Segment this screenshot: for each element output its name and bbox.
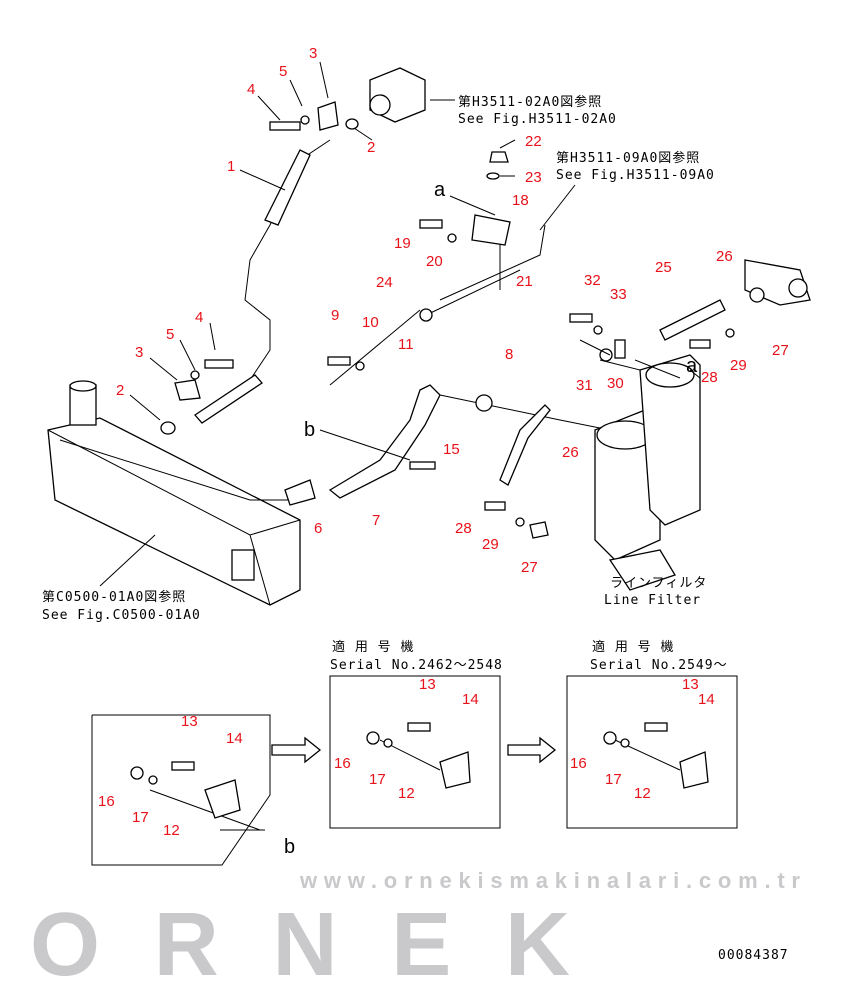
- callout-22: 22: [525, 133, 542, 150]
- callout-14: 14: [226, 730, 243, 747]
- callout-32: 32: [584, 272, 601, 289]
- callout-6: 6: [314, 520, 322, 537]
- view-marker-b: b: [284, 836, 295, 858]
- detail-boxes: [91, 675, 738, 866]
- callout-33: 33: [610, 286, 627, 303]
- callout-14: 14: [462, 691, 479, 708]
- callout-17: 17: [132, 809, 149, 826]
- callout-4: 4: [247, 81, 255, 98]
- callout-12: 12: [398, 785, 415, 802]
- callout-19: 19: [394, 235, 411, 252]
- callout-31: 31: [576, 377, 593, 394]
- callout-21: 21: [516, 273, 533, 290]
- serial-range-2-jp: 適 用 号 機: [592, 639, 674, 655]
- callout-17: 17: [369, 771, 386, 788]
- ref-c0500-01a0-en: See Fig.C0500-01A0: [42, 608, 201, 623]
- hydraulic-tank: [47, 380, 301, 606]
- ref-h3511-09a0-jp: 第H3511-09A0図参照: [556, 150, 700, 166]
- ref-h3511-02a0-en: See Fig.H3511-02A0: [458, 112, 617, 127]
- callout-10: 10: [362, 314, 379, 331]
- callout-17: 17: [605, 771, 622, 788]
- serial-range-1-jp: 適 用 号 機: [332, 639, 414, 655]
- callout-13: 13: [181, 713, 198, 730]
- ref-c0500-01a0-jp: 第C0500-01A0図参照: [42, 589, 186, 605]
- callout-2: 2: [367, 139, 375, 156]
- callout-9: 9: [331, 307, 339, 324]
- callout-12: 12: [163, 822, 180, 839]
- callout-numbers: 1 2 3 4 5 22 23 18 19 20 21 24 9 10 11 8…: [98, 45, 789, 839]
- callout-28: 28: [455, 520, 472, 537]
- callout-26: 26: [562, 444, 579, 461]
- callout-15: 15: [443, 441, 460, 458]
- callout-27: 27: [521, 559, 538, 576]
- callout-23: 23: [525, 169, 542, 186]
- callout-16: 16: [570, 755, 587, 772]
- callout-7: 7: [372, 512, 380, 529]
- callout-24: 24: [376, 274, 393, 291]
- callout-5: 5: [166, 326, 174, 343]
- ref-h3511-02a0-jp: 第H3511-02A0図参照: [458, 94, 602, 110]
- callout-29: 29: [482, 536, 499, 553]
- callout-30: 30: [607, 375, 624, 392]
- callout-5: 5: [279, 63, 287, 80]
- callout-18: 18: [512, 192, 529, 209]
- document-number: 00084387: [718, 948, 789, 963]
- serial-range-2: Serial No.2549〜: [590, 658, 728, 673]
- callout-13: 13: [419, 676, 436, 693]
- callout-8: 8: [505, 346, 513, 363]
- callout-27: 27: [772, 342, 789, 359]
- valve-block: [369, 67, 811, 306]
- ref-h3511-09a0-en: See Fig.H3511-09A0: [556, 168, 715, 183]
- callout-28: 28: [701, 369, 718, 386]
- callout-11: 11: [398, 336, 414, 353]
- callout-12: 12: [634, 785, 651, 802]
- callout-26: 26: [716, 248, 733, 265]
- callout-29: 29: [730, 357, 747, 374]
- view-marker-a: a: [434, 179, 446, 201]
- callout-13: 13: [682, 676, 699, 693]
- line-filter-label-en: Line Filter: [604, 593, 701, 608]
- callout-1: 1: [227, 158, 235, 175]
- callout-3: 3: [135, 344, 143, 361]
- line-filter-label-jp: ラインフィルタ: [610, 576, 707, 591]
- callout-4: 4: [195, 309, 203, 326]
- callout-25: 25: [655, 259, 672, 276]
- callout-3: 3: [309, 45, 317, 62]
- watermark-url: www.ornekismakinalari.com.tr: [299, 868, 800, 893]
- callout-2: 2: [116, 382, 124, 399]
- serial-range-1: Serial No.2462〜2548: [330, 658, 503, 673]
- view-marker-a: a: [686, 355, 698, 377]
- watermark-logo: ORNEK: [30, 895, 570, 995]
- callout-16: 16: [334, 755, 351, 772]
- callout-16: 16: [98, 793, 115, 810]
- callout-14: 14: [698, 691, 715, 708]
- callout-20: 20: [426, 253, 443, 270]
- leader-lines: [99, 61, 701, 831]
- view-marker-b: b: [304, 419, 315, 441]
